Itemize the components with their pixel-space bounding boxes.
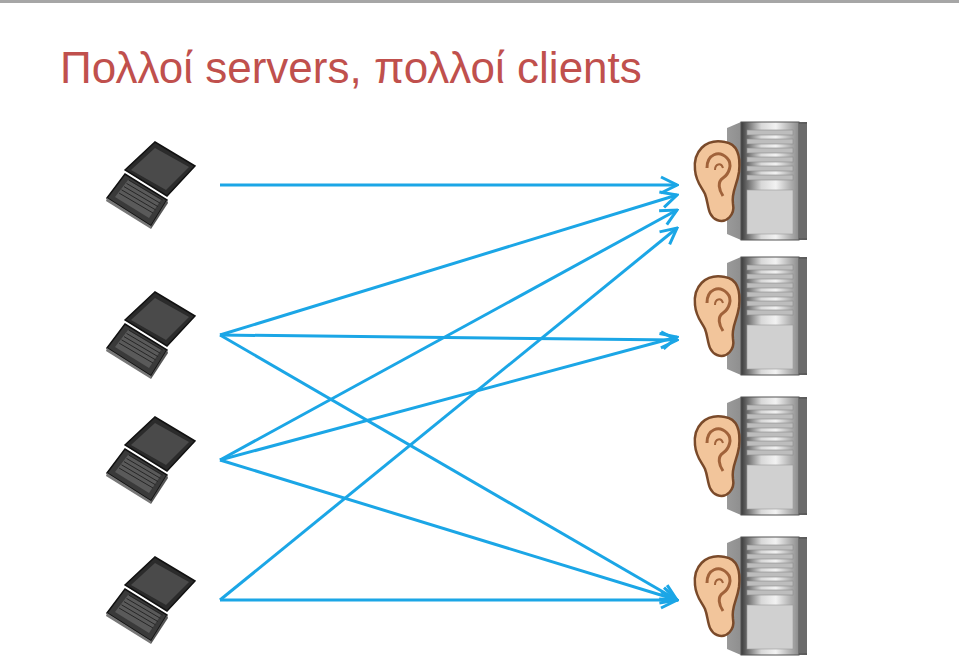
request-arrow [220, 460, 677, 600]
server-with-ear [685, 395, 810, 520]
slide-title: Πολλοί servers, πολλοί clients [60, 44, 642, 92]
server-with-ear [685, 535, 810, 660]
request-arrow [220, 195, 677, 335]
client-laptop [95, 140, 220, 230]
listening-server [685, 535, 810, 660]
listening-server [685, 120, 810, 245]
listening-server [685, 255, 810, 380]
listening-server [685, 395, 810, 520]
request-arrow [220, 335, 677, 600]
client-laptop [95, 555, 220, 645]
request-arrow [220, 599, 677, 602]
top-rule [0, 0, 959, 3]
client-laptop [95, 290, 220, 380]
laptop-icon [95, 555, 220, 645]
laptop-icon [95, 290, 220, 380]
client-laptop [95, 415, 220, 505]
server-with-ear [685, 255, 810, 380]
request-arrow [220, 184, 677, 187]
laptop-icon [95, 415, 220, 505]
server-with-ear [685, 120, 810, 245]
request-arrow [220, 228, 677, 600]
laptop-icon [95, 140, 220, 230]
request-arrow [220, 337, 677, 460]
request-arrow [220, 210, 677, 460]
